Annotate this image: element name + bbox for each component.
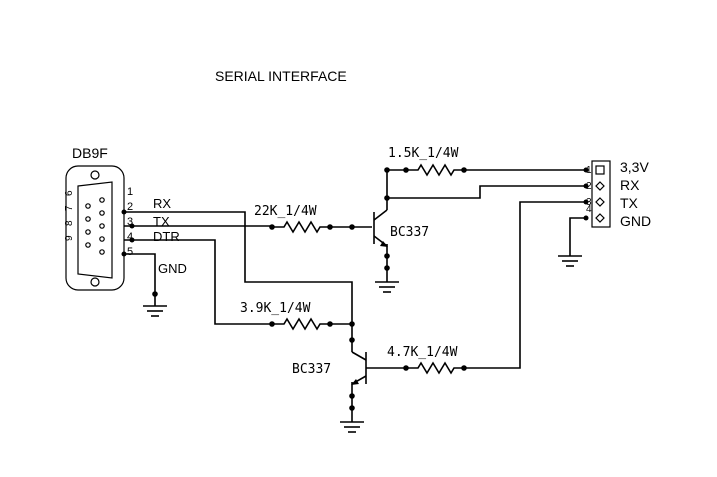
header-label-gnd: GND [620, 213, 651, 229]
pin-number-2: 2 [127, 201, 133, 213]
resistor-r1-label: 22K_1/4W [254, 204, 317, 219]
ground-symbol [375, 281, 399, 293]
db9-shell [65, 165, 125, 291]
resistor-r2-label: 1.5K_1/4W [388, 146, 459, 161]
resistor-r4-label: 4.7K_1/4W [387, 345, 458, 360]
pin-header-pad [595, 213, 605, 223]
pin-header: 1 2 3 4 3,3V RX TX GND [586, 159, 651, 229]
pin-number-8: 8 [64, 220, 75, 226]
diagram-title: SERIAL INTERFACE [215, 68, 347, 84]
transistor-q2: BC337 [292, 351, 367, 385]
ground-symbol [340, 421, 364, 433]
pin-header-body [591, 160, 611, 228]
db9-mount-hole [90, 277, 100, 287]
header-label-rx: RX [620, 177, 640, 193]
header-label-tx: TX [620, 195, 639, 211]
resistor-r1: 22K_1/4W [254, 204, 330, 234]
wires [124, 169, 586, 422]
pin-header-pad [595, 181, 605, 191]
transistor-q1: BC337 [373, 209, 429, 247]
header-pin-number-3: 3 [586, 197, 592, 208]
transistor-q1-label: BC337 [390, 225, 429, 240]
db9-pins [85, 197, 105, 255]
pin-number-4: 4 [127, 231, 133, 243]
pin-number-5: 5 [127, 246, 133, 258]
pin-number-3: 3 [127, 216, 133, 228]
resistor-r4: 4.7K_1/4W [387, 345, 464, 375]
header-label-3v3: 3,3V [620, 159, 649, 175]
ground-symbol [558, 255, 582, 267]
wire-dtr [124, 239, 272, 325]
wire-r4-to-header-tx [464, 201, 586, 369]
pin-number-6: 6 [64, 190, 75, 196]
pin-number-9: 9 [64, 235, 75, 241]
transistor-q2-label: BC337 [292, 362, 331, 377]
db9-mount-hole [90, 170, 100, 180]
wire-q1-collector-up [386, 169, 406, 210]
junction-dots [121, 167, 589, 411]
resistor-r3-label: 3.9K_1/4W [240, 301, 311, 316]
pin-header-pad [595, 197, 605, 207]
signal-label-rx: RX [153, 196, 171, 211]
header-pin-number-1: 1 [586, 165, 592, 176]
resistor-r3: 3.9K_1/4W [240, 301, 330, 331]
wire-header-gnd [569, 217, 586, 256]
signal-label-gnd: GND [158, 261, 187, 276]
pin-number-1: 1 [127, 186, 133, 198]
ground-symbol [143, 305, 167, 317]
db9-connector: DB9F 6 7 8 9 1 2 3 4 5 [64, 145, 133, 291]
resistor-r2: 1.5K_1/4W [388, 146, 464, 177]
signal-label-dtr: DTR [153, 229, 180, 244]
header-pin-number-2: 2 [586, 181, 592, 192]
pin-number-7: 7 [64, 205, 75, 211]
wire-rx [124, 211, 353, 352]
pin-header-square-pad [595, 165, 605, 175]
db9-face [77, 181, 113, 279]
wire-gnd [124, 253, 156, 306]
wire-q1-collector-to-rx [387, 185, 586, 199]
header-pin-number-4: 4 [586, 204, 592, 215]
connector-name: DB9F [72, 145, 108, 161]
